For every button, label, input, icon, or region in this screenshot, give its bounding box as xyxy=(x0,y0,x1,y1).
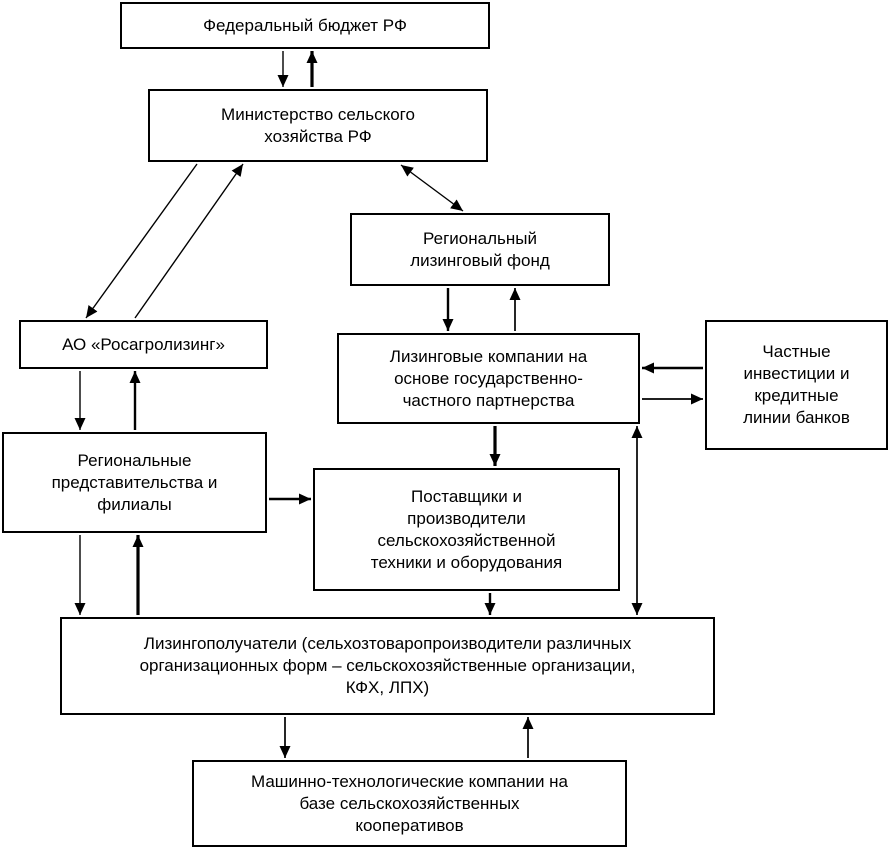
box-federal-budget: Федеральный бюджет РФ xyxy=(120,2,490,49)
box-machine-tech-companies: Машинно-технологические компании на базе… xyxy=(192,760,627,847)
box-suppliers-label: Поставщики и производители сельскохозяйс… xyxy=(370,486,563,572)
box-regional-offices-label: Региональные представительства и филиалы xyxy=(51,450,218,514)
box-lessees: Лизингополучатели (сельхозтоваропроизвод… xyxy=(60,617,715,715)
arrow-ministry-regional-fund-bidirectional xyxy=(400,164,464,212)
arrow-ministry-to-rosagroleasing xyxy=(85,163,198,319)
box-leasing-companies-label: Лизинговые компании на основе государств… xyxy=(389,346,588,410)
box-federal-budget-label: Федеральный бюджет РФ xyxy=(203,15,407,35)
box-lessees-label: Лизингополучатели (сельхозтоваропроизвод… xyxy=(139,634,636,697)
box-regional-leasing-fund: Региональный лизинговый фонд xyxy=(350,213,610,286)
box-private-investments: Частные инвестиции и кредитные линии бан… xyxy=(705,320,888,450)
box-ministry-label: Министерство сельского хозяйства РФ xyxy=(221,104,415,146)
box-regional-offices: Региональные представительства и филиалы xyxy=(2,432,267,533)
box-leasing-companies: Лизинговые компании на основе государств… xyxy=(337,333,640,424)
box-ministry: Министерство сельского хозяйства РФ xyxy=(148,89,488,162)
arrow-rosagroleasing-to-ministry xyxy=(134,163,244,319)
box-suppliers: Поставщики и производители сельскохозяйс… xyxy=(313,468,620,591)
box-rosagroleasing-label: АО «Росагролизинг» xyxy=(62,334,225,354)
box-rosagroleasing: АО «Росагролизинг» xyxy=(19,320,268,369)
box-private-investments-label: Частные инвестиции и кредитные линии бан… xyxy=(743,342,850,427)
box-regional-leasing-fund-label: Региональный лизинговый фонд xyxy=(410,228,550,270)
box-machine-tech-companies-label: Машинно-технологические компании на базе… xyxy=(250,771,569,835)
